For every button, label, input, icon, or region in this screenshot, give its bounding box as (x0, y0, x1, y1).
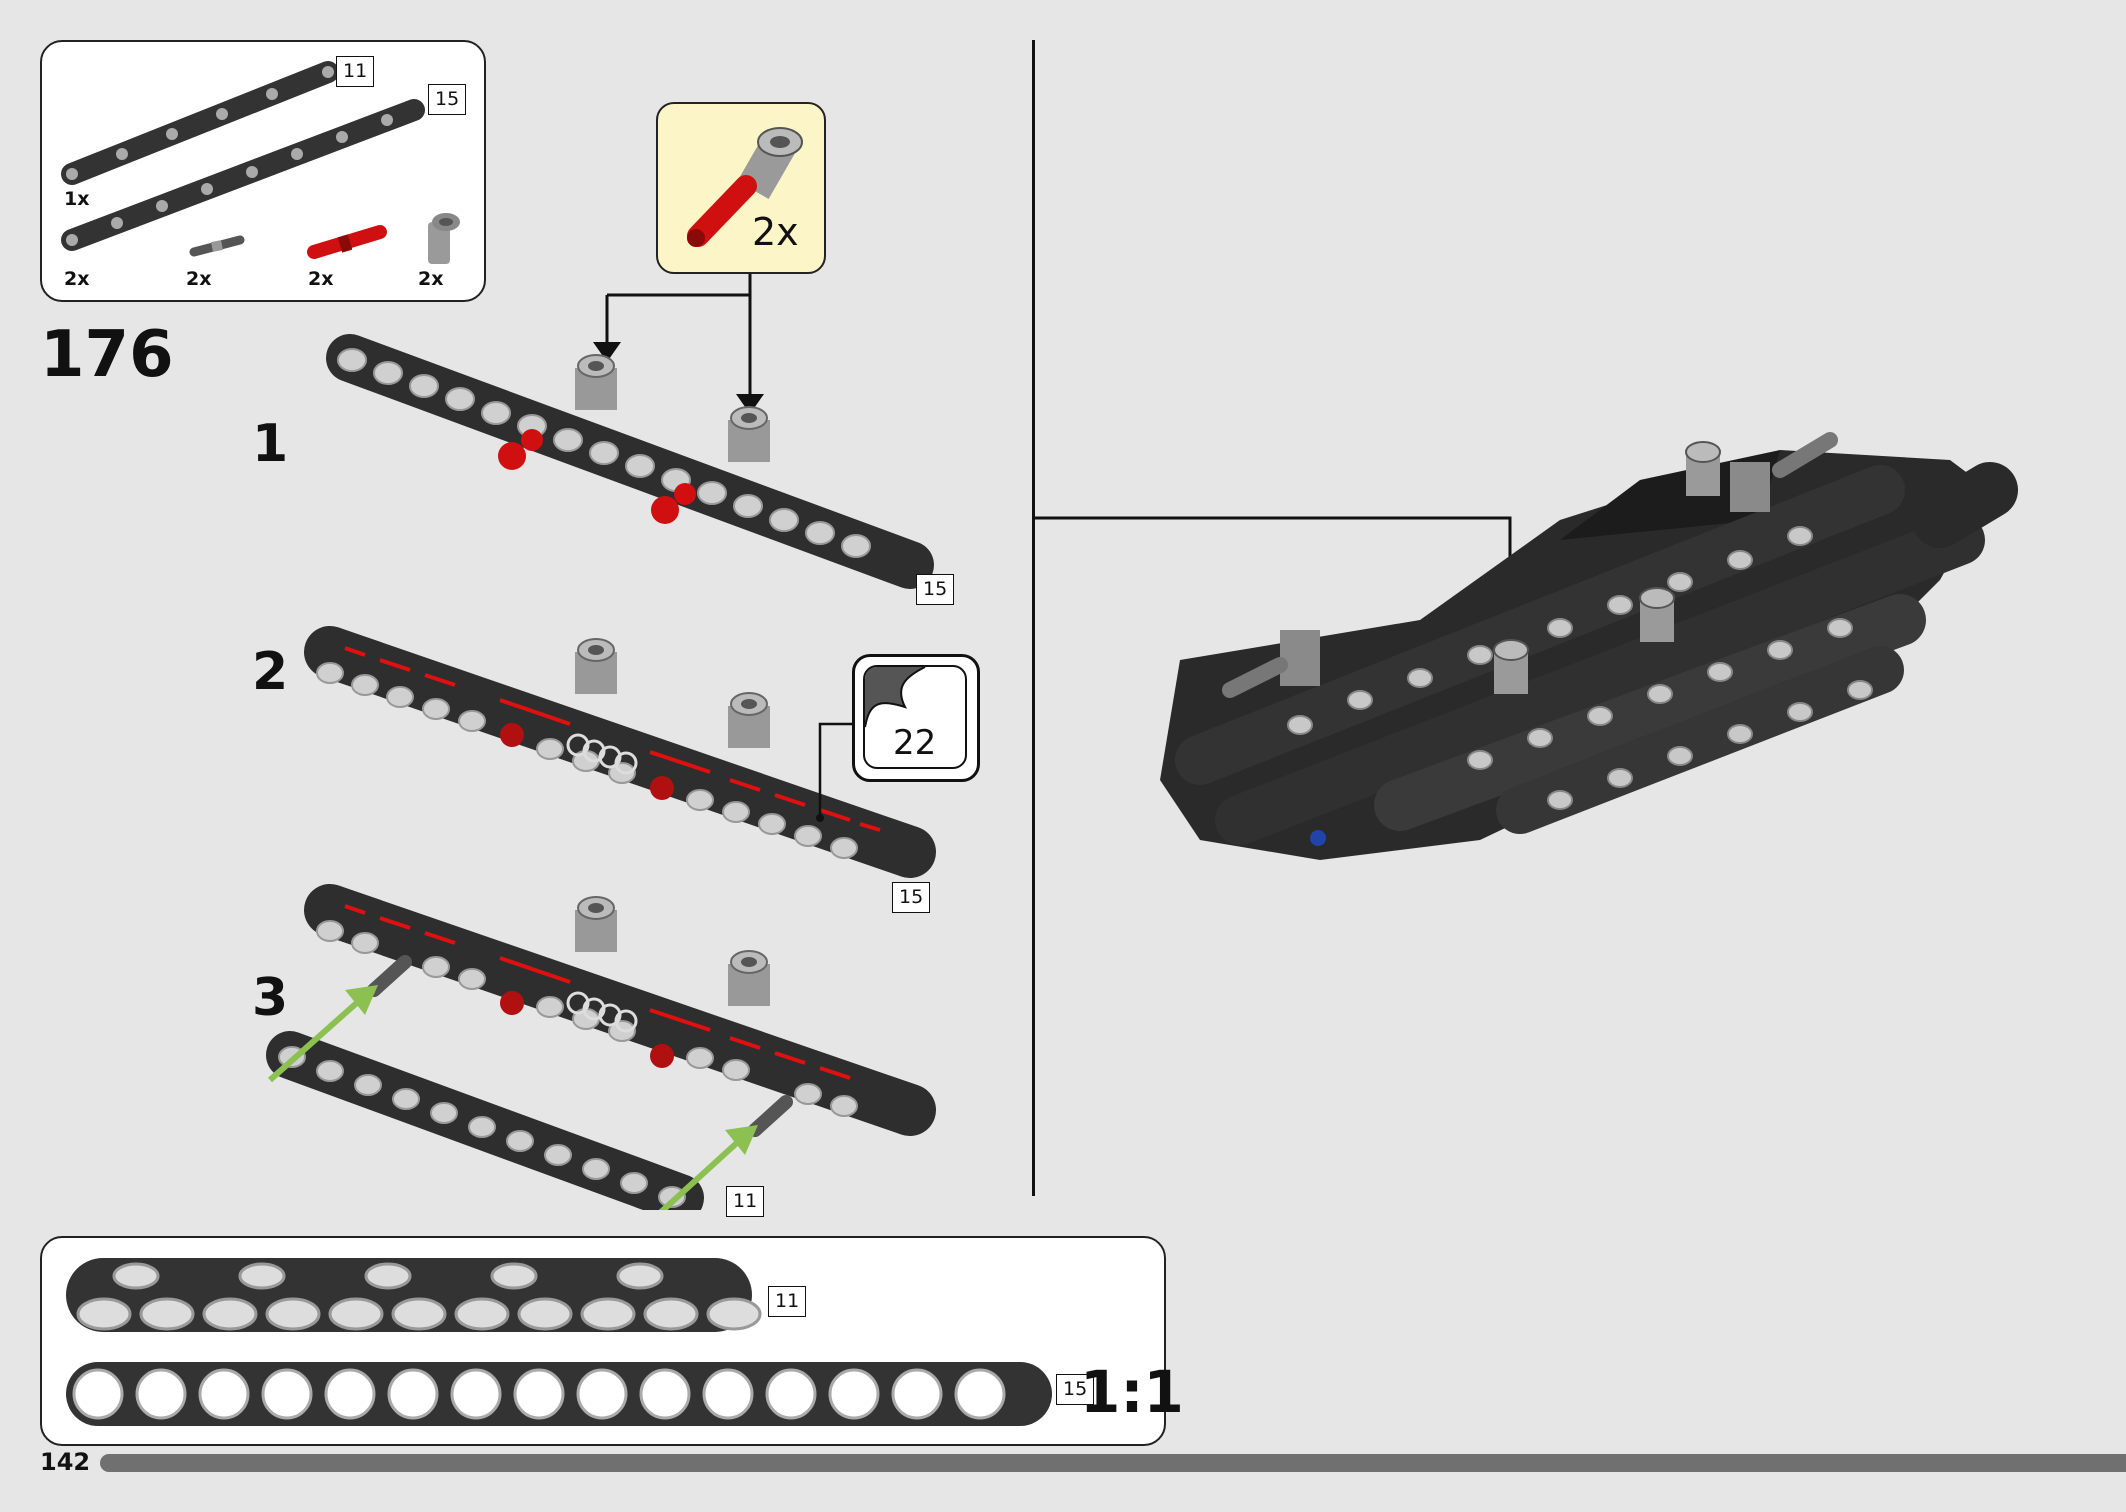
pin-connector-grey-icon (428, 213, 460, 264)
connector-grey-icon (575, 638, 770, 748)
red-pin-icon (498, 429, 696, 524)
connector-grey-icon (575, 354, 770, 462)
length-label: 15 (892, 882, 931, 913)
substep-number: 3 (252, 968, 289, 1028)
axle-pin-red-icon (307, 225, 387, 259)
connector-grey-icon (1280, 441, 1770, 694)
pin-connector-red-axle-icon (687, 127, 803, 247)
main-step-number: 176 (40, 318, 174, 392)
sticker-icon (865, 667, 926, 728)
beam-15-black-icon (61, 99, 425, 251)
axle-pin-grey-icon (1222, 432, 1838, 698)
length-label: 15 (916, 574, 955, 605)
step2-beam-icon (304, 626, 936, 878)
step1-beam-icon (326, 334, 934, 589)
red-stripe-decoration (344, 646, 881, 832)
qty-label: 2x (418, 268, 444, 290)
logo-rings-decoration (566, 733, 638, 775)
callout-arrows (605, 272, 752, 394)
substeps-illustration (266, 272, 936, 1210)
length-label-11: 11 (336, 56, 375, 87)
scale-panel: 11 15 1:1 (40, 1236, 1184, 1446)
sticker-box: 22 (852, 654, 980, 782)
qty-label: 2x (64, 268, 90, 290)
vertical-divider (1032, 40, 1035, 1196)
scale-beams-illustration (66, 1258, 1052, 1426)
logo-rings-decoration (566, 991, 638, 1033)
arrow-head-icon (345, 985, 378, 1015)
blue-pin-icon (1310, 830, 1326, 846)
beam-11-actual-size-icon (66, 1258, 762, 1332)
qty-label: 2x (308, 268, 334, 290)
axle-pin-grey-icon (189, 235, 245, 257)
length-label-15: 15 (1056, 1374, 1095, 1405)
arrow-head-icon (725, 1125, 758, 1155)
axle-pin-grey-icon (367, 955, 793, 1137)
sticker-number: 22 (893, 723, 937, 763)
connector-grey-icon (575, 896, 770, 1006)
green-arrows (268, 997, 743, 1210)
length-label: 11 (726, 1186, 765, 1217)
step3-beam-icon (304, 884, 936, 1137)
parts-list-illustration (61, 61, 460, 264)
callout-qty: 2x (752, 210, 799, 254)
beam-11-black-icon (61, 61, 339, 185)
red-stripe-decoration (344, 904, 851, 1080)
qty-label: 1x (64, 188, 90, 210)
parts-list-box: 11 15 1x 2x 2x 2x 2x (40, 40, 486, 302)
page-number: 142 (40, 1448, 91, 1476)
progress-bar (100, 1454, 2126, 1472)
beam-15-actual-size-icon (66, 1362, 1052, 1426)
callout-box: 2x (656, 102, 826, 274)
qty-label: 2x (186, 268, 212, 290)
length-label-11: 11 (768, 1286, 807, 1317)
substep-number: 2 (252, 642, 289, 702)
length-label-15: 15 (428, 84, 467, 115)
arrow-head-icon (736, 394, 764, 414)
model-assembly-icon (1160, 432, 2018, 860)
scale-label: 1:1 (1080, 1358, 1184, 1426)
arrow-head-icon (593, 342, 621, 362)
substep-number: 1 (252, 414, 289, 474)
